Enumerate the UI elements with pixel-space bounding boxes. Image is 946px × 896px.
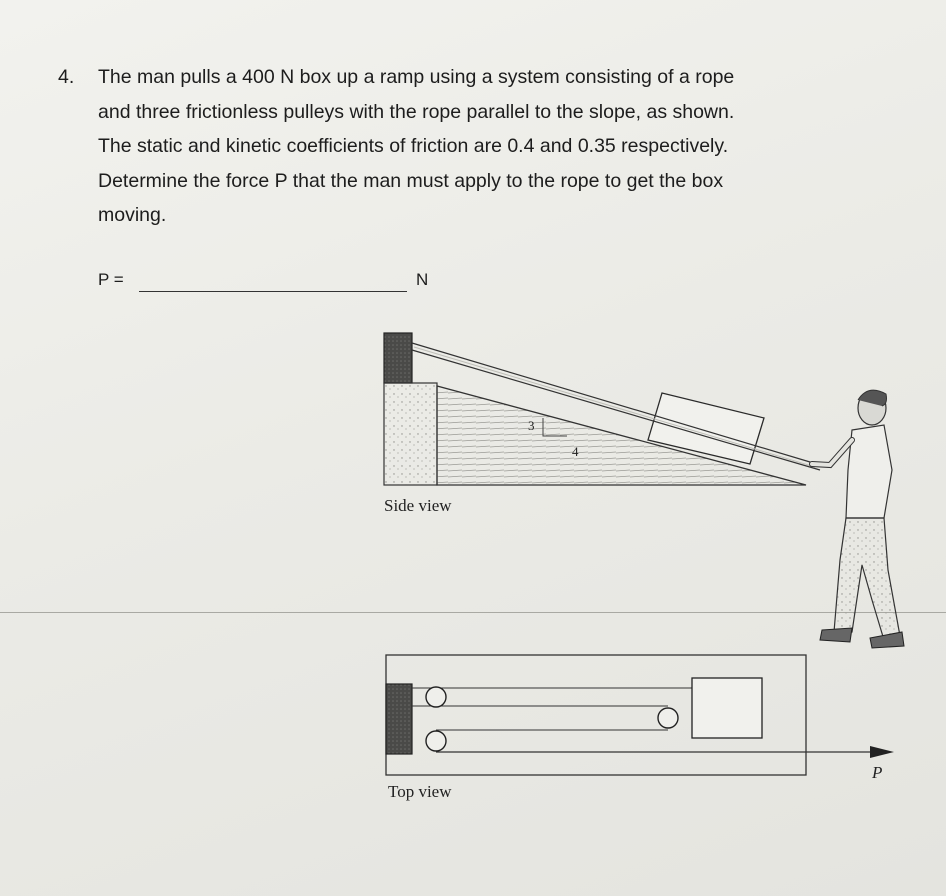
problem-line-4: Determine the force P that the man must … bbox=[98, 169, 724, 192]
anchor-block bbox=[383, 332, 413, 384]
force-label: P bbox=[872, 763, 883, 782]
top-view-diagram bbox=[385, 654, 894, 776]
pulley-1 bbox=[425, 686, 447, 708]
ramp bbox=[436, 385, 807, 486]
rope-lower bbox=[411, 349, 821, 471]
slope-indicator bbox=[542, 418, 567, 437]
answer-blank-line[interactable] bbox=[139, 291, 407, 292]
problem-line-5: moving. bbox=[98, 204, 167, 226]
answer-field[interactable]: P = N bbox=[98, 270, 428, 292]
pulley-2 bbox=[425, 730, 447, 752]
slope-rise-label: 3 bbox=[528, 418, 535, 433]
answer-label: P = bbox=[98, 270, 124, 289]
box bbox=[647, 392, 765, 465]
anchor-block-top bbox=[385, 683, 413, 755]
side-view-caption: Side view bbox=[384, 496, 452, 515]
problem-line-1: The man pulls a 400 N box up a ramp usin… bbox=[98, 66, 735, 88]
page-fold-line bbox=[0, 612, 946, 613]
answer-unit: N bbox=[416, 270, 429, 289]
problem-line-2: and three frictionless pulleys with the … bbox=[98, 100, 735, 123]
rope-upper bbox=[411, 342, 821, 466]
rope-middle bbox=[413, 346, 816, 468]
side-view-diagram bbox=[383, 332, 905, 649]
slope-run-label: 4 bbox=[572, 444, 579, 459]
man-figure bbox=[809, 389, 905, 649]
problem-line-3: The static and kinetic coefficients of f… bbox=[98, 135, 729, 157]
pulley-3 bbox=[657, 707, 679, 729]
force-arrow-head bbox=[870, 746, 894, 758]
box-top bbox=[691, 677, 763, 739]
problem-number: 4. bbox=[58, 66, 75, 88]
ramp-support bbox=[383, 382, 438, 486]
top-view-caption: Top view bbox=[388, 782, 452, 801]
